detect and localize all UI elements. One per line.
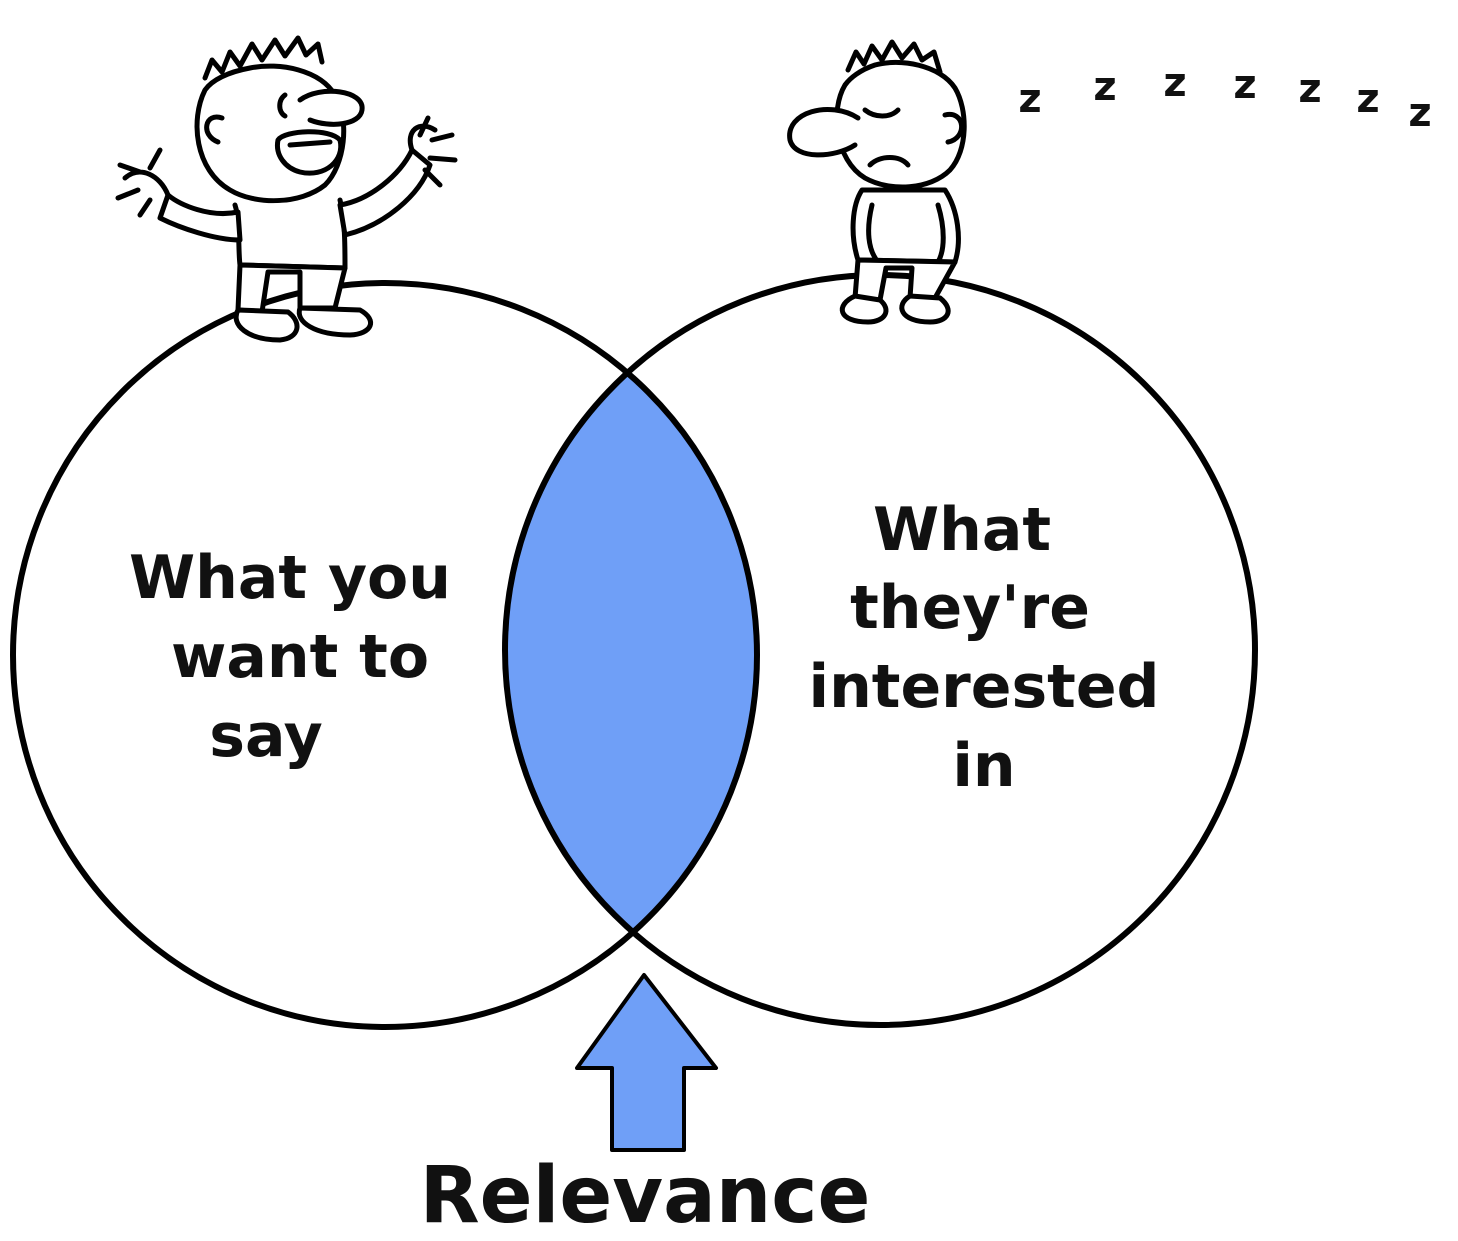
right-circle-label: What they're interested in xyxy=(809,495,1160,801)
left-label-line-2: want to xyxy=(171,622,429,692)
right-label-line-2: they're xyxy=(850,573,1090,643)
sleep-z-7: z xyxy=(1408,90,1431,136)
left-circle-label: What you want to say xyxy=(129,543,451,771)
sleeping-man-icon xyxy=(787,39,967,325)
left-label-line-1: What you xyxy=(129,543,451,613)
sleep-z-5: z xyxy=(1298,66,1321,112)
sleep-z-1: z xyxy=(1018,76,1041,122)
sleep-letters: z z z z z z z xyxy=(1018,60,1431,136)
sleep-z-3: z xyxy=(1163,60,1186,106)
sleep-z-2: z xyxy=(1093,64,1116,110)
relevance-caption: Relevance xyxy=(420,1151,871,1241)
overlap-region xyxy=(505,283,757,1025)
up-arrow-icon xyxy=(575,973,718,1152)
right-label-line-3: interested xyxy=(809,652,1160,722)
right-label-line-1: What xyxy=(873,495,1051,565)
left-label-line-3: say xyxy=(209,701,322,771)
sleep-z-4: z xyxy=(1233,62,1256,108)
sleep-z-6: z xyxy=(1356,76,1379,122)
left-circle xyxy=(10,280,760,1030)
right-label-line-4: in xyxy=(952,731,1015,801)
talking-man-icon xyxy=(115,35,458,343)
